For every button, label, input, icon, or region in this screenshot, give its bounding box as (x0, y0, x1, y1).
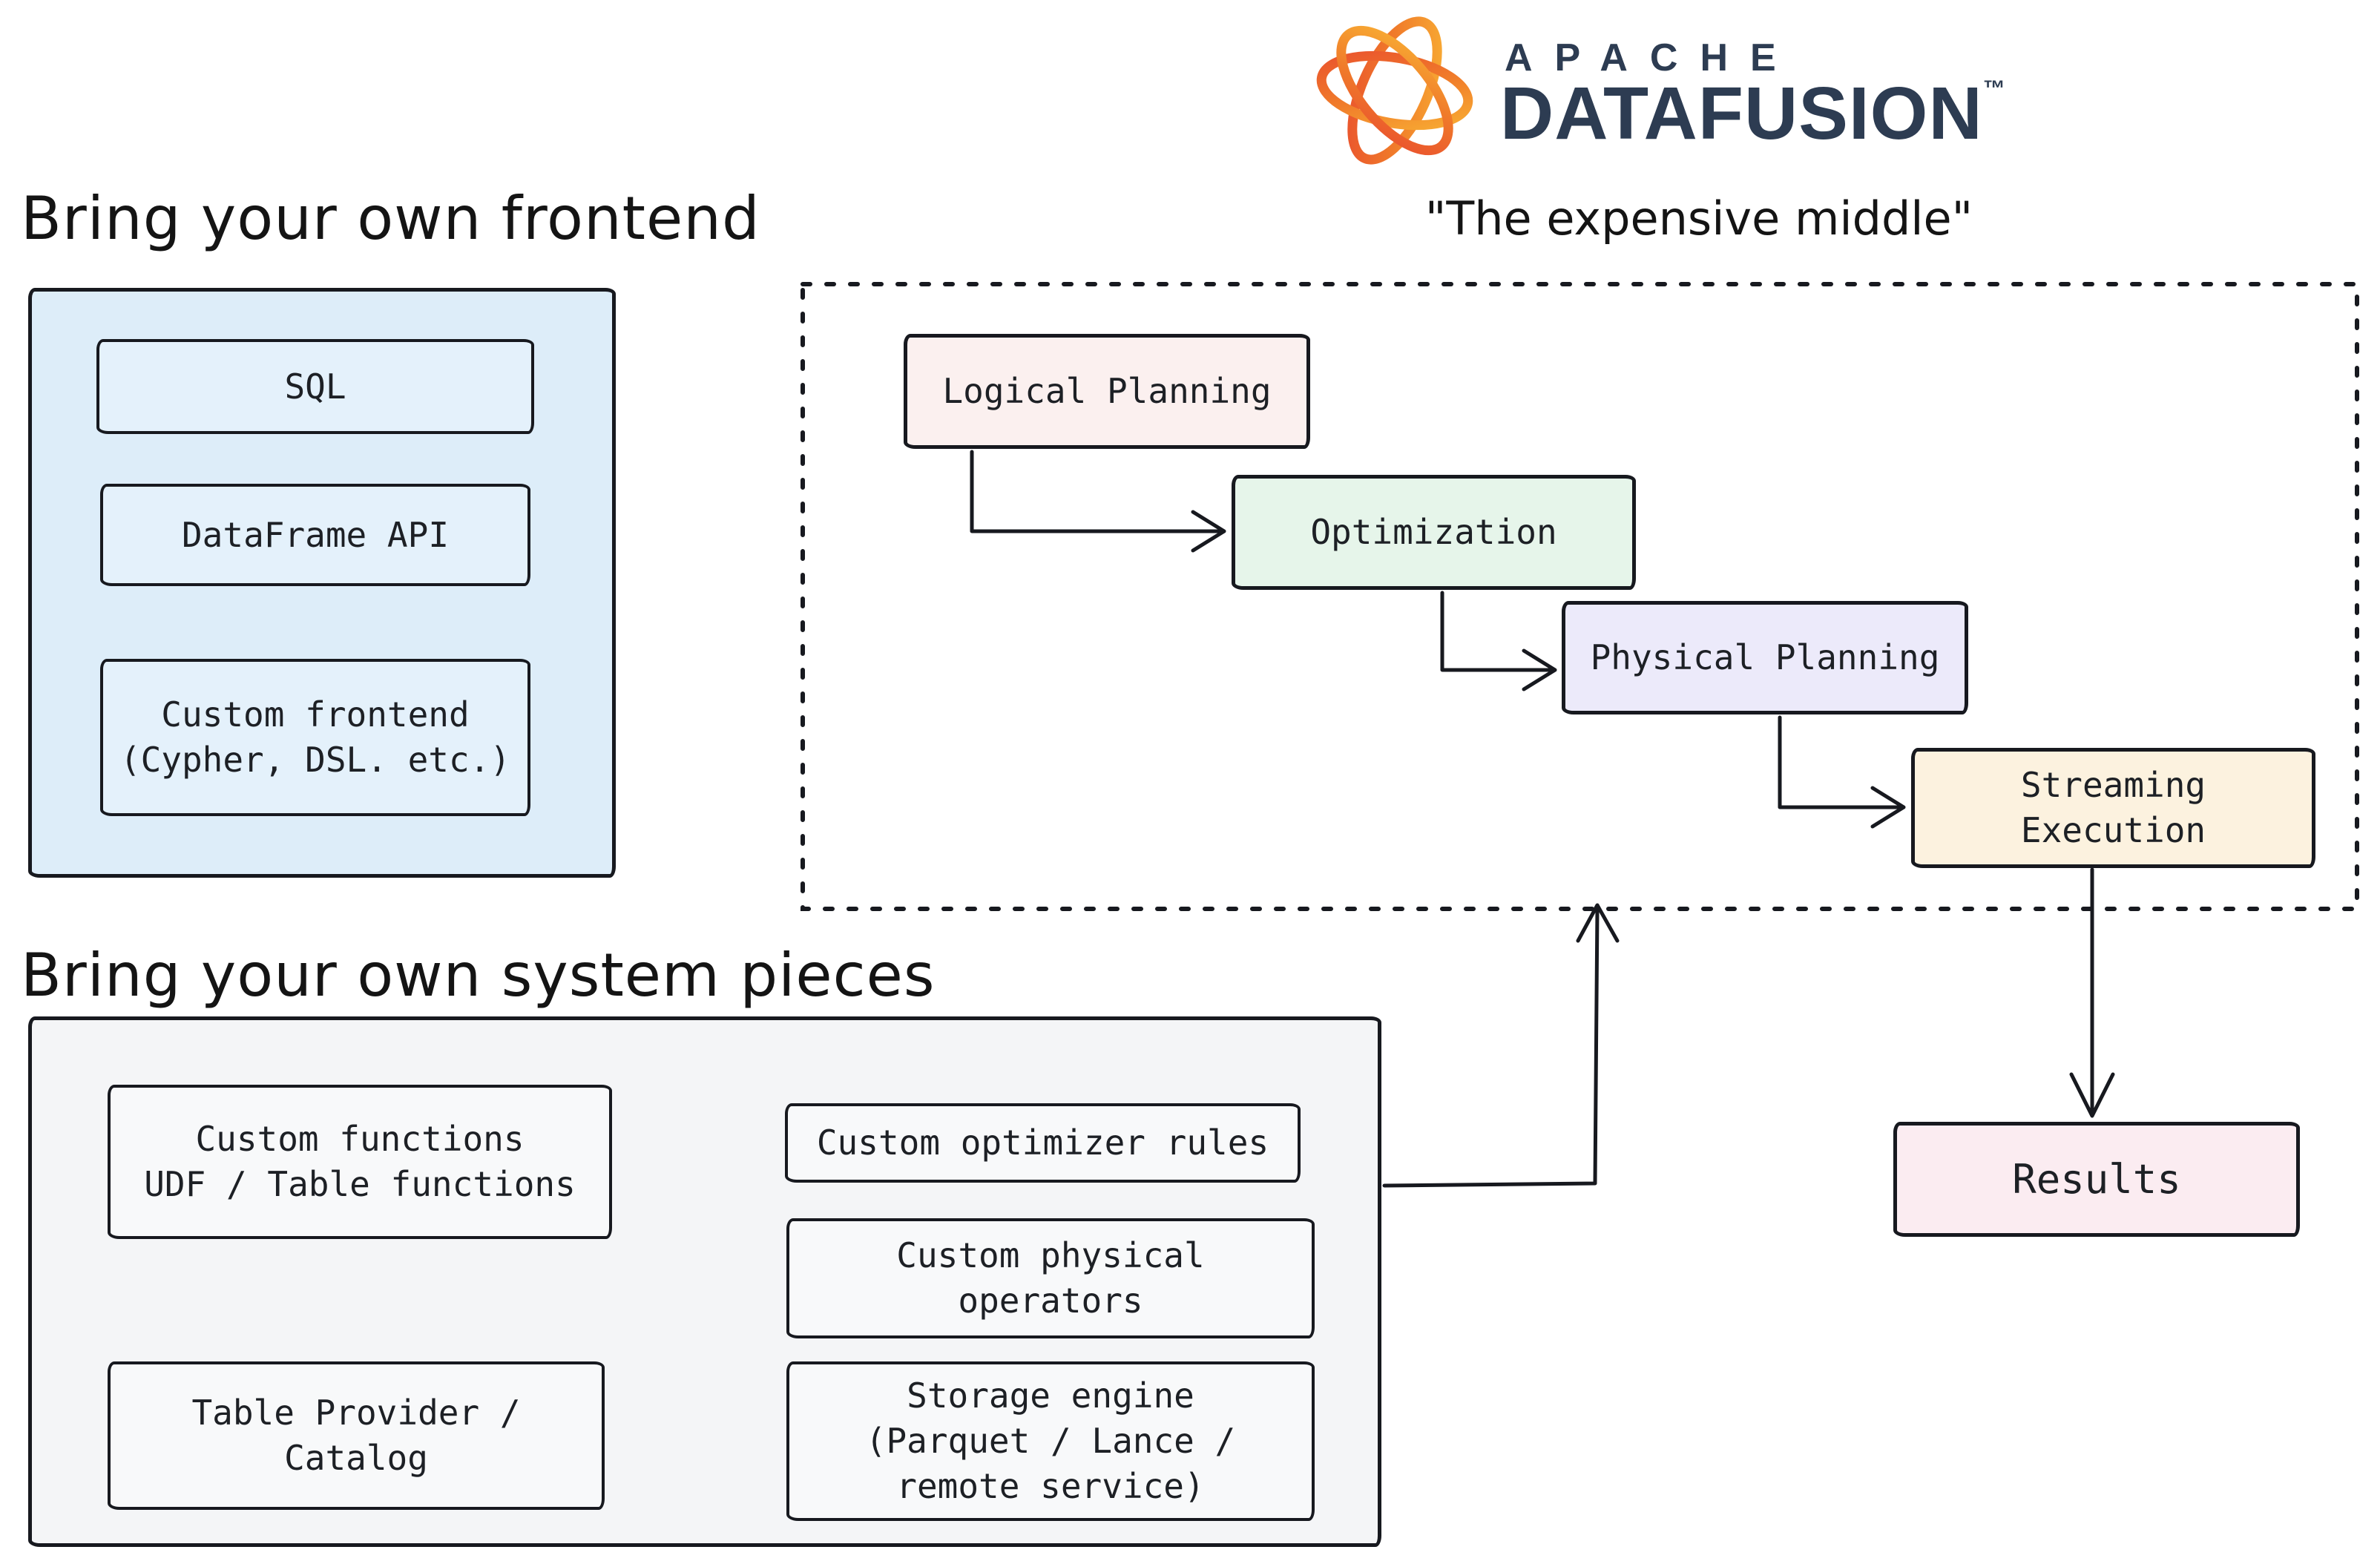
custom-frontend-box: Custom frontend (Cypher, DSL. etc.) (100, 659, 530, 816)
arrow-optimization-to-physical (1440, 591, 1557, 691)
storage-engine-box: Storage engine (Parquet / Lance / remote… (786, 1361, 1315, 1521)
custom-functions-label-line2: UDF / Table functions (144, 1164, 576, 1204)
arrow-physical-to-streaming (1778, 715, 1906, 829)
custom-frontend-label-line2: (Cypher, DSL. etc.) (119, 740, 511, 780)
custom-physical-operators-label-line1: Custom physical (896, 1235, 1205, 1276)
optimization-box: Optimization (1232, 475, 1636, 590)
results-label: Results (2012, 1155, 2181, 1203)
arrow-streaming-to-results (2069, 867, 2115, 1118)
arrow-logical-to-optimization (970, 450, 1226, 553)
logical-planning-box: Logical Planning (904, 334, 1310, 449)
physical-planning-label: Physical Planning (1590, 637, 1940, 678)
physical-planning-box: Physical Planning (1562, 601, 1968, 714)
dataframe-api-box: DataFrame API (100, 484, 530, 586)
datafusion-atom-icon (1316, 16, 1473, 165)
table-provider-box: Table Provider / Catalog (108, 1361, 605, 1510)
system-section-title: Bring your own system pieces (21, 941, 936, 1010)
frontend-section-title: Bring your own frontend (21, 184, 760, 253)
streaming-execution-label-line2: Execution (2020, 810, 2206, 850)
sql-label: SQL (284, 366, 346, 407)
streaming-execution-box: Streaming Execution (1911, 748, 2315, 868)
custom-physical-operators-box: Custom physical operators (786, 1218, 1315, 1338)
custom-frontend-label-line1: Custom frontend (161, 694, 470, 735)
table-provider-label-line1: Table Provider / (191, 1393, 521, 1433)
custom-optimizer-rules-label: Custom optimizer rules (816, 1123, 1269, 1163)
logo-apache-text: APACHE (1505, 36, 1798, 79)
storage-engine-label-line2: (Parquet / Lance / (865, 1421, 1236, 1462)
arrow-system-to-middle (1382, 903, 1620, 1188)
custom-functions-label-line1: Custom functions (195, 1119, 525, 1160)
custom-physical-operators-label-line2: operators (958, 1281, 1143, 1321)
logo-product-text: DATAFUSION™ (1500, 71, 2005, 157)
storage-engine-label-line3: remote service) (896, 1465, 1205, 1506)
logo-product-name: DATAFUSION (1500, 72, 1983, 155)
custom-functions-box: Custom functions UDF / Table functions (108, 1085, 612, 1239)
streaming-execution-label-line1: Streaming (2020, 765, 2206, 806)
dataframe-api-label: DataFrame API (181, 514, 450, 555)
storage-engine-label-line1: Storage engine (907, 1376, 1194, 1416)
logical-planning-label: Logical Planning (942, 371, 1272, 412)
custom-optimizer-rules-box: Custom optimizer rules (785, 1103, 1301, 1183)
trademark-symbol: ™ (1982, 76, 2005, 101)
table-provider-label-line2: Catalog (284, 1438, 428, 1478)
results-box: Results (1893, 1122, 2300, 1237)
optimization-label: Optimization (1310, 512, 1557, 553)
sql-box: SQL (96, 339, 534, 434)
tagline: "The expensive middle" (1424, 191, 1973, 246)
